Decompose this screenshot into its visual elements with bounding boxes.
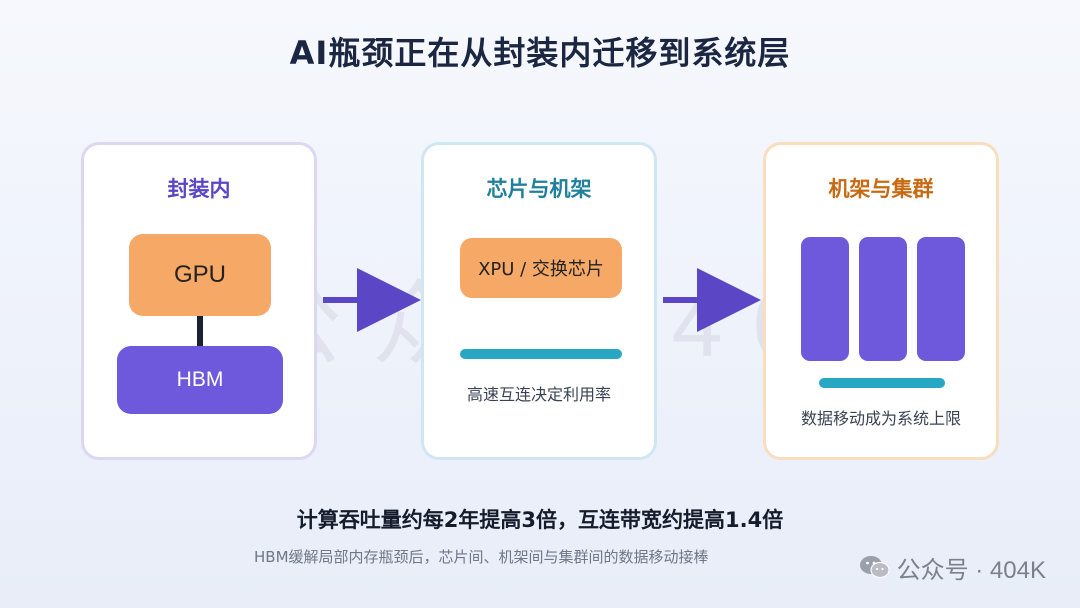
panel-chip-and-rack: 芯片与机架 XPU / 交换芯片 高速互连决定利用率 bbox=[421, 142, 657, 460]
panel-title: 机架与集群 bbox=[828, 177, 934, 201]
gpu-block: GPU bbox=[129, 234, 271, 316]
footer-brand: 公众号 · 404K bbox=[859, 550, 1046, 584]
connector-line bbox=[197, 316, 203, 346]
panel-caption: 高速互连决定利用率 bbox=[466, 385, 611, 404]
right-arrow-icon bbox=[663, 268, 761, 332]
panel-in-package: 封装内 GPU HBM bbox=[81, 142, 317, 460]
right-arrow-icon bbox=[323, 268, 421, 332]
rack-block bbox=[917, 237, 965, 361]
footer-text: 公众号 · 404K bbox=[896, 556, 1046, 584]
wechat-icon bbox=[859, 556, 890, 579]
panel-rack-and-cluster: 机架与集群 数据移动成为系统上限 bbox=[763, 142, 999, 460]
rack-block bbox=[859, 237, 907, 361]
hbm-block: HBM bbox=[117, 346, 283, 414]
page-title: AI瓶颈正在从封装内迁移到系统层 bbox=[289, 34, 791, 72]
panel-title: 封装内 bbox=[167, 177, 231, 201]
panel-title: 芯片与机架 bbox=[486, 177, 592, 201]
rack-block bbox=[801, 237, 849, 361]
headline: 计算吞吐量约每2年提高3倍，互连带宽约提高1.4倍 bbox=[296, 508, 784, 532]
interconnect-bar bbox=[460, 349, 622, 359]
panel-caption: 数据移动成为系统上限 bbox=[800, 409, 961, 428]
xpu-switch-block: XPU / 交换芯片 bbox=[460, 238, 622, 298]
subline: HBM缓解局部内存瓶颈后，芯片间、机架间与集群间的数据移动接棒 bbox=[254, 548, 709, 566]
network-bar bbox=[819, 378, 945, 388]
